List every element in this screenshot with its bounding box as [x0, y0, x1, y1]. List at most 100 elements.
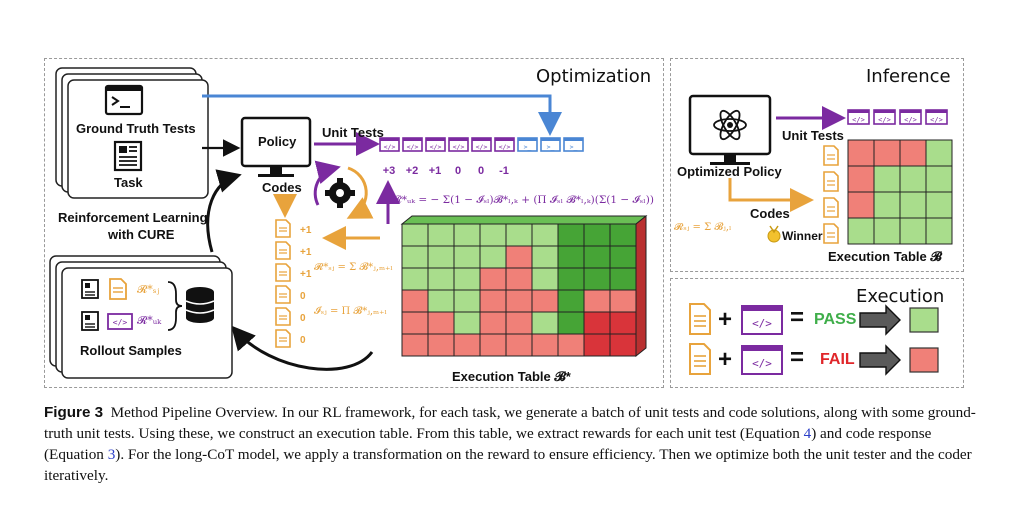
- table-cell: [401, 245, 429, 269]
- table-cell: [583, 223, 611, 247]
- code-reward-value: +1: [300, 225, 312, 236]
- rollout-samples-label: Rollout Samples: [80, 343, 182, 358]
- code-reward-value: +1: [300, 269, 312, 280]
- table-cell: [583, 245, 611, 269]
- table-cell: [479, 223, 507, 247]
- exec-fail-code-doc-icon: [689, 343, 711, 375]
- rollout-reward-uk: 𝓡*ᵤₖ: [137, 314, 162, 327]
- table-cell: [557, 245, 585, 269]
- caption-text-3: ). For the long-CoT model, we apply a tr…: [44, 446, 972, 484]
- task-newspaper-icon: [113, 140, 143, 172]
- svg-text:</>: </>: [930, 116, 943, 124]
- database-icon: [185, 287, 215, 323]
- inference-code-icon: [823, 171, 839, 192]
- table-cell: [873, 217, 901, 245]
- table-cell: [453, 289, 481, 313]
- execution-table-b: [847, 139, 953, 245]
- ground-truth-test-icon: >_: [540, 137, 561, 152]
- inference-unit-test-icon: </>: [899, 109, 922, 125]
- test-reward-value: +1: [429, 165, 442, 177]
- table-cell: [505, 289, 533, 313]
- execution-table-star-label: Execution Table 𝓑*: [452, 369, 571, 384]
- rollout-task-icon-2: [81, 311, 99, 331]
- exec-equals-1: =: [790, 304, 805, 331]
- unit-test-icon: </>: [425, 137, 446, 152]
- table-cell: [873, 139, 901, 167]
- table-cell: [427, 333, 455, 357]
- table-cell: [925, 191, 953, 219]
- svg-text:>_: >_: [524, 143, 532, 151]
- code-document-column: [275, 219, 291, 348]
- inference-codes-label: Codes: [750, 206, 790, 221]
- equation-3-link[interactable]: 3: [107, 446, 116, 463]
- inference-code-icon: [823, 197, 839, 218]
- code-document-icon: [275, 219, 291, 238]
- unit-test-icon: </>: [448, 137, 469, 152]
- table-cell: [479, 289, 507, 313]
- policy-label: Policy: [258, 134, 297, 149]
- table-cell: [505, 311, 533, 335]
- svg-text:>_: >_: [547, 143, 555, 151]
- table-cell: [583, 311, 611, 335]
- inference-unit-tests-label: Unit Tests: [782, 128, 844, 143]
- code-document-icon: [275, 329, 291, 348]
- table-cell: [479, 311, 507, 335]
- table-cell: [557, 289, 585, 313]
- table-cell: [899, 191, 927, 219]
- table-cell: [873, 165, 901, 193]
- unit-test-icon: </>: [402, 137, 423, 152]
- table-cell: [847, 191, 875, 219]
- exec-plus-2: +: [718, 346, 733, 373]
- table-cell: [609, 333, 637, 357]
- rollout-reward-sj: 𝓡*ₛⱼ: [137, 283, 160, 296]
- optimized-policy-monitor-icon: [688, 94, 772, 165]
- table-cell: [427, 245, 455, 269]
- table-cell: [557, 333, 585, 357]
- codes-label: Codes: [262, 180, 302, 195]
- table-cell: [531, 245, 559, 269]
- table-cell: [505, 245, 533, 269]
- ground-truth-card-stack: [55, 67, 209, 199]
- table-cell: [401, 289, 429, 313]
- execution-panel: [670, 278, 964, 388]
- table-cell: [531, 267, 559, 291]
- rollout-unit-test-icon: </>: [107, 313, 133, 330]
- ground-truth-blue-arrow: [202, 94, 562, 136]
- table-cell: [899, 217, 927, 245]
- test-reward-value: 0: [478, 165, 484, 177]
- rollout-brace: [167, 281, 183, 331]
- table-cell: [583, 333, 611, 357]
- table-cell: [531, 223, 559, 247]
- svg-text:>_: >_: [570, 143, 578, 151]
- svg-text:</>: </>: [752, 357, 772, 370]
- code-document-icon: [275, 285, 291, 304]
- table-cell: [609, 267, 637, 291]
- inference-code-icon: [823, 223, 839, 244]
- table-cell: [479, 245, 507, 269]
- formula-code-reward: 𝓡*ₛⱼ = Σ 𝓑*ⱼ,ₘ₊ₗ: [314, 262, 393, 273]
- execution-table-b-label: Execution Table 𝓑: [828, 249, 942, 264]
- table-cell: [505, 223, 533, 247]
- table-cell: [531, 289, 559, 313]
- table-cell: [583, 289, 611, 313]
- exec-pass-unit-test-icon: </>: [741, 305, 783, 335]
- figure-caption: Figure 3 Method Pipeline Overview. In ou…: [44, 402, 984, 486]
- inference-unit-test-icon: </>: [925, 109, 948, 125]
- table-cell: [427, 267, 455, 291]
- table-cell: [427, 223, 455, 247]
- code-reward-value: +1: [300, 247, 312, 258]
- rollout-code-doc-icon: [109, 278, 127, 300]
- inference-codes-arrow: [728, 178, 814, 212]
- optimization-title: Optimization: [536, 66, 652, 87]
- inference-code-icon: [823, 145, 839, 166]
- exec-plus-1: +: [718, 306, 733, 333]
- table-cell: [847, 139, 875, 167]
- table-cell: [557, 311, 585, 335]
- equation-4-link[interactable]: 4: [803, 425, 812, 442]
- inference-unit-test-icon: </>: [847, 109, 870, 125]
- exec-fail-arrow: [859, 344, 901, 376]
- inference-panel: [670, 58, 964, 272]
- table-cell: [583, 267, 611, 291]
- caption-text-1: Method Pipeline Overview. In our RL fram…: [44, 404, 976, 442]
